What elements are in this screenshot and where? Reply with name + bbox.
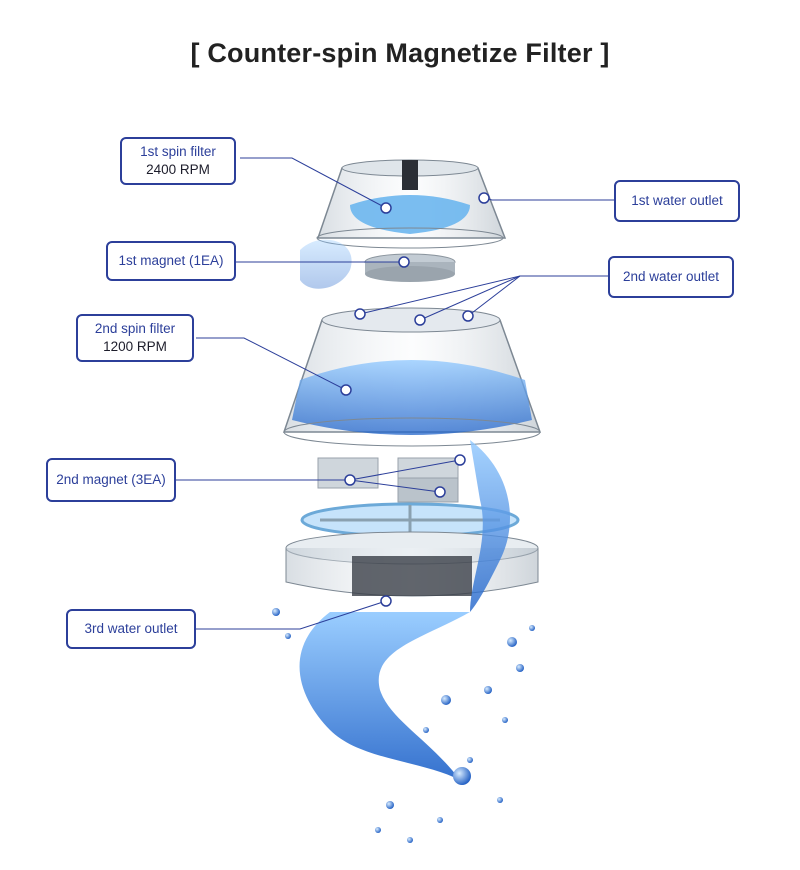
callout-1st-spin-filter-name: 1st spin filter bbox=[140, 143, 216, 159]
water-swirl bbox=[299, 239, 510, 780]
leader-lines bbox=[176, 157, 614, 630]
callout-3rd-water-outlet: 3rd water outlet bbox=[66, 609, 196, 649]
callout-2nd-water-outlet: 2nd water outlet bbox=[608, 256, 734, 298]
page-title: [ Counter-spin Magnetize Filter ] bbox=[190, 38, 610, 68]
callout-3rd-water-outlet-label: 3rd water outlet bbox=[84, 620, 178, 636]
top-cone-housing bbox=[316, 159, 507, 249]
callout-1st-spin-filter-rpm: 2400 RPM bbox=[146, 162, 210, 177]
callout-2nd-spin-filter: 2nd spin filter 1200 RPM bbox=[76, 314, 194, 362]
callout-2nd-spin-filter-name: 2nd spin filter bbox=[94, 320, 176, 336]
callout-1st-water-outlet-label: 1st water outlet bbox=[631, 192, 723, 208]
callout-2nd-spin-filter-rpm: 1200 RPM bbox=[103, 339, 167, 354]
callout-1st-magnet: 1st magnet (1EA) bbox=[106, 241, 236, 281]
callout-2nd-magnet: 2nd magnet (3EA) bbox=[46, 458, 176, 502]
magnet-disc-1 bbox=[364, 253, 456, 282]
callout-1st-magnet-label: 1st magnet (1EA) bbox=[118, 252, 224, 268]
leader-markers bbox=[340, 192, 490, 607]
callout-2nd-magnet-label: 2nd magnet (3EA) bbox=[56, 471, 166, 487]
callout-1st-spin-filter: 1st spin filter 2400 RPM bbox=[120, 137, 236, 185]
middle-cone-housing bbox=[282, 307, 542, 447]
callout-2nd-water-outlet-label: 2nd water outlet bbox=[622, 268, 720, 284]
water-droplets bbox=[272, 608, 535, 843]
callout-1st-water-outlet: 1st water outlet bbox=[614, 180, 740, 222]
